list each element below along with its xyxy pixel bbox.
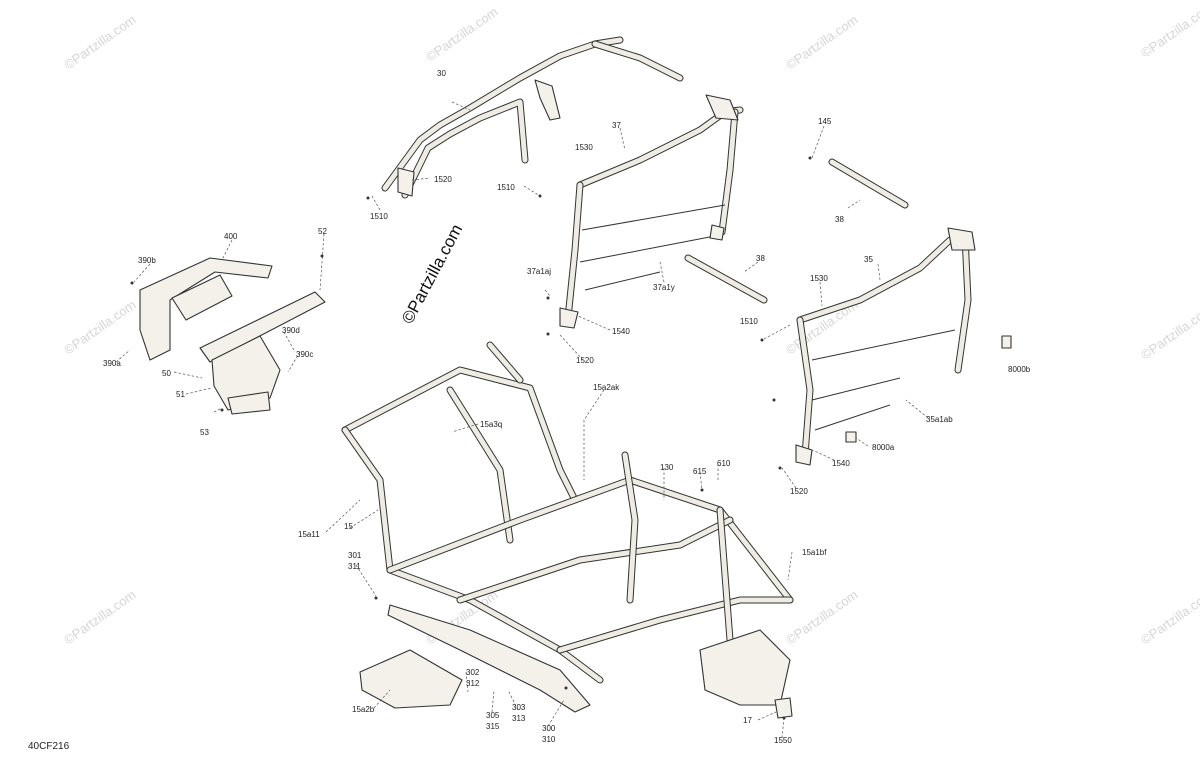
watermark: ©Partzilla.com xyxy=(1138,0,1200,60)
callout-615[interactable]: 615 xyxy=(693,467,707,476)
callout-37[interactable]: 37 xyxy=(612,121,621,130)
callout-1510[interactable]: 1510 xyxy=(497,183,515,192)
part-8000a[interactable] xyxy=(845,431,857,443)
callout-17[interactable]: 17 xyxy=(743,716,752,725)
callout-15a1bf[interactable]: 15a1bf xyxy=(802,548,827,557)
fastener-dots xyxy=(130,156,812,720)
callout-1540[interactable]: 1540 xyxy=(832,459,850,468)
callout-37a1aj[interactable]: 37a1aj xyxy=(527,267,551,276)
skid-plate-300[interactable] xyxy=(387,604,591,713)
callout-390c[interactable]: 390c xyxy=(296,350,313,359)
callout-15[interactable]: 15 xyxy=(344,522,353,531)
rear-rops-37[interactable] xyxy=(559,94,744,329)
rops-upper-frame-30[interactable] xyxy=(381,36,684,199)
callout-37a1y[interactable]: 37a1y xyxy=(653,283,675,292)
watermark: ©Partzilla.com xyxy=(61,587,138,647)
bracket-50[interactable] xyxy=(199,291,326,415)
callout-8000a[interactable]: 8000a xyxy=(872,443,895,452)
callout-130[interactable]: 130 xyxy=(660,463,674,472)
callout-300[interactable]: 300 xyxy=(542,724,556,733)
callout-310[interactable]: 310 xyxy=(542,735,556,744)
callout-1510[interactable]: 1510 xyxy=(740,317,758,326)
callout-51[interactable]: 51 xyxy=(176,390,185,399)
callout-311[interactable]: 311 xyxy=(348,562,361,571)
callout-400[interactable]: 400 xyxy=(224,232,238,241)
leader-lines xyxy=(115,101,929,739)
part-8000b[interactable] xyxy=(1001,335,1012,349)
callout-38[interactable]: 38 xyxy=(756,254,765,263)
skid-plate-15a2b[interactable] xyxy=(359,649,463,709)
callout-labels: 30 37 1530 1520 1510 1510 145 38 38 37a1… xyxy=(103,69,1031,745)
callout-53[interactable]: 53 xyxy=(200,428,209,437)
callout-302[interactable]: 302 xyxy=(466,668,480,677)
callout-15a3q[interactable]: 15a3q xyxy=(480,420,502,429)
callout-312[interactable]: 312 xyxy=(466,679,480,688)
bracket-400[interactable] xyxy=(139,257,273,361)
callout-15a2b[interactable]: 15a2b xyxy=(352,705,375,714)
watermark: ©Partzilla.com xyxy=(1138,587,1200,647)
crossbar-38-top[interactable] xyxy=(828,158,909,209)
callout-1510[interactable]: 1510 xyxy=(370,212,388,221)
callout-315[interactable]: 315 xyxy=(486,722,500,731)
callout-313[interactable]: 313 xyxy=(512,714,526,723)
callout-303[interactable]: 303 xyxy=(512,703,526,712)
watermark: ©Partzilla.com xyxy=(61,297,138,357)
watermark: ©Partzilla.com xyxy=(783,587,860,647)
callout-390d[interactable]: 390d xyxy=(282,326,300,335)
callout-35a1ab[interactable]: 35a1ab xyxy=(926,415,953,424)
callout-30[interactable]: 30 xyxy=(437,69,446,78)
crossbar-38-mid[interactable] xyxy=(684,254,768,304)
callout-390a[interactable]: 390a xyxy=(103,359,121,368)
callout-1550[interactable]: 1550 xyxy=(774,736,792,745)
watermark: ©Partzilla.com xyxy=(423,4,500,64)
callout-390b[interactable]: 390b xyxy=(138,256,156,265)
callout-610[interactable]: 610 xyxy=(717,459,731,468)
callout-15a2ak[interactable]: 15a2ak xyxy=(593,383,620,392)
watermark: ©Partzilla.com xyxy=(61,12,138,72)
diagram-code: 40CF216 xyxy=(28,741,70,752)
watermark: ©Partzilla.com xyxy=(1138,302,1200,362)
callout-1520[interactable]: 1520 xyxy=(576,356,594,365)
callout-1530[interactable]: 1530 xyxy=(575,143,593,152)
callout-15a11[interactable]: 15a11 xyxy=(298,530,320,539)
callout-1520[interactable]: 1520 xyxy=(790,487,808,496)
callout-305[interactable]: 305 xyxy=(486,711,500,720)
callout-52[interactable]: 52 xyxy=(318,227,327,236)
callout-38[interactable]: 38 xyxy=(835,215,844,224)
main-chassis-frame-15[interactable] xyxy=(341,341,794,706)
callout-50[interactable]: 50 xyxy=(162,369,171,378)
front-rops-35[interactable] xyxy=(795,227,976,466)
part-17[interactable] xyxy=(774,697,793,719)
callout-1540[interactable]: 1540 xyxy=(612,327,630,336)
watermark: ©Partzilla.com xyxy=(783,12,860,72)
callout-8000b[interactable]: 8000b xyxy=(1008,365,1031,374)
callout-145[interactable]: 145 xyxy=(818,117,832,126)
callout-1530[interactable]: 1530 xyxy=(810,274,828,283)
callout-35[interactable]: 35 xyxy=(864,255,873,264)
callout-301[interactable]: 301 xyxy=(348,551,362,560)
callout-1520[interactable]: 1520 xyxy=(434,175,452,184)
